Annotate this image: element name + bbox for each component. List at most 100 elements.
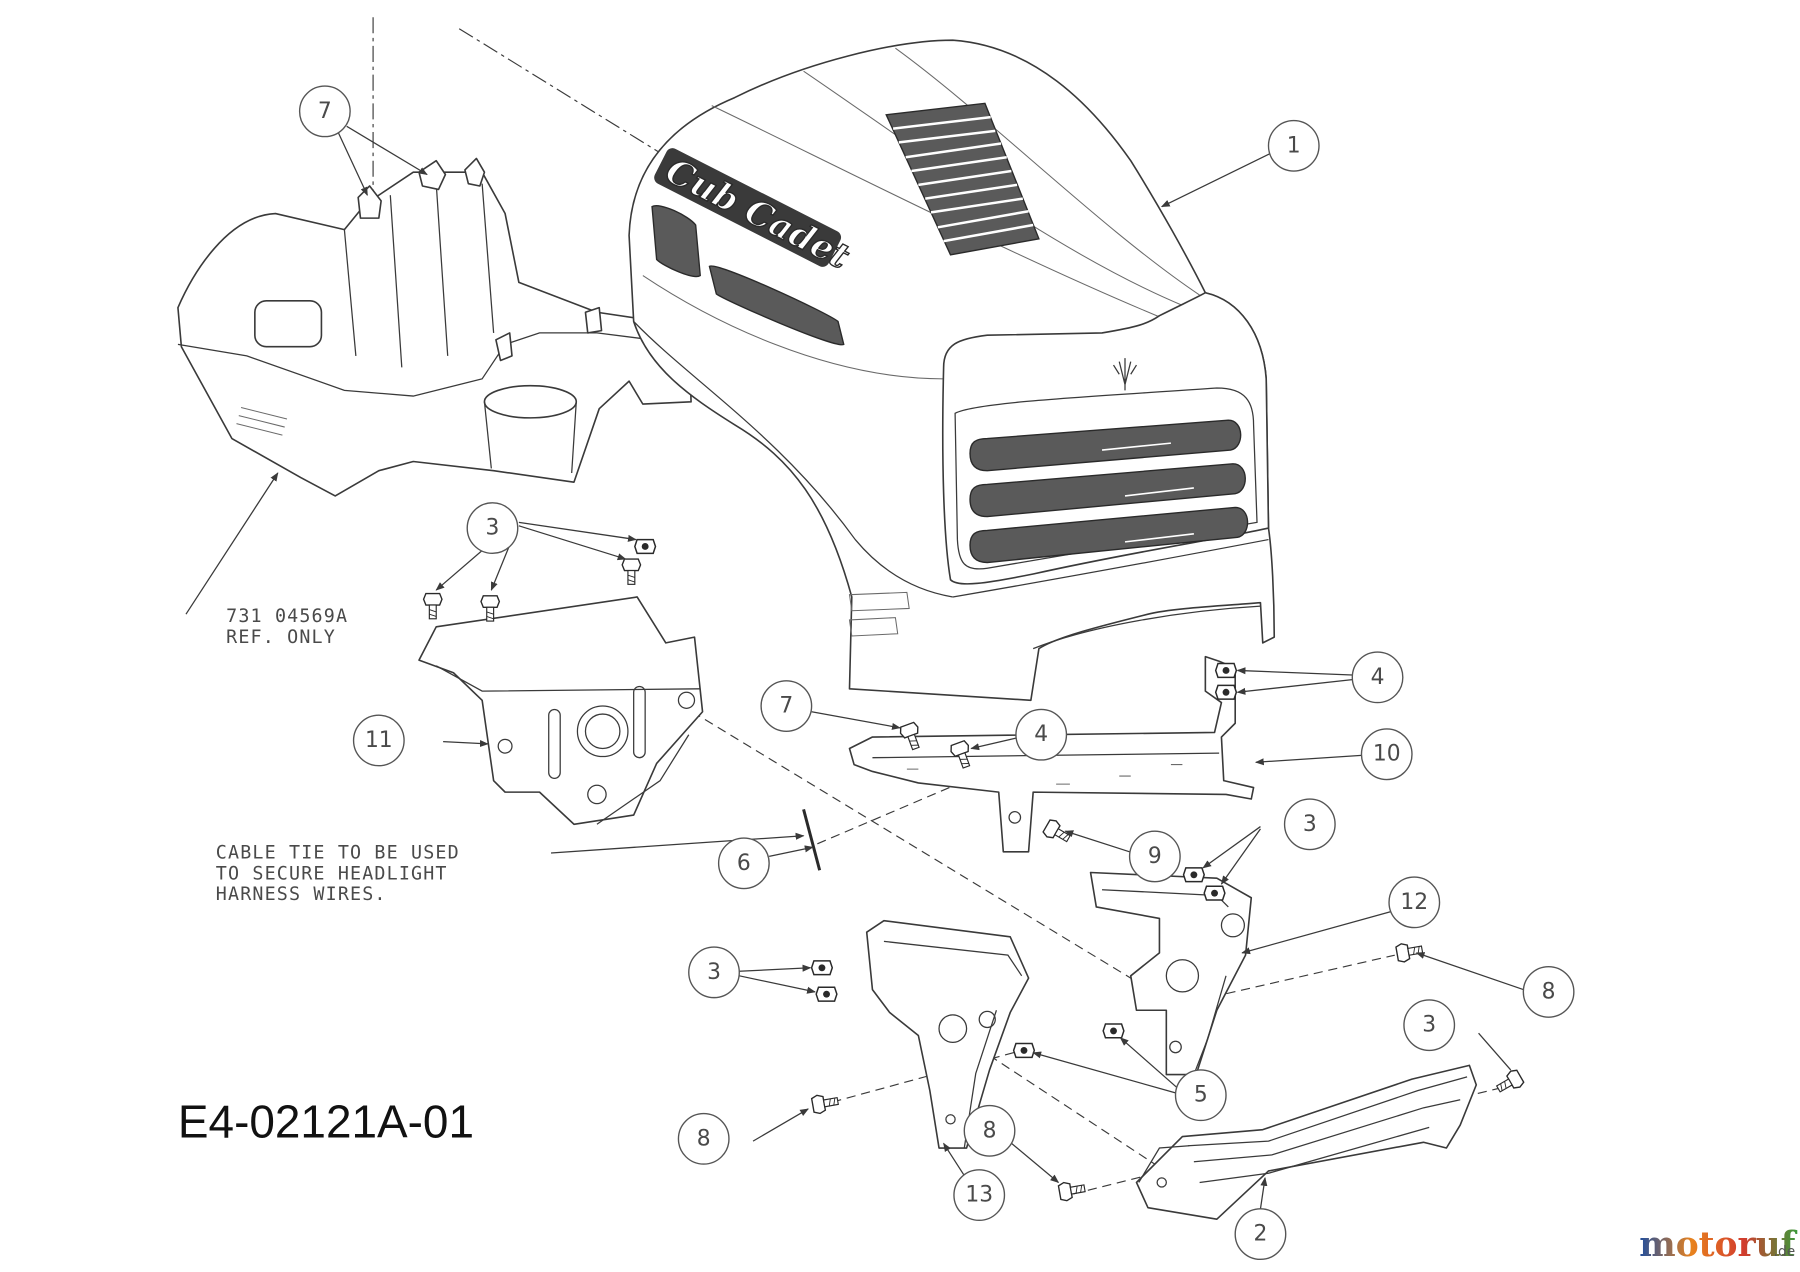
dash-mount-bracket-slot-right [633, 685, 646, 759]
hood-support-bracket-holes [906, 764, 1183, 785]
grille-inner-outline [954, 387, 1258, 570]
callout-label: 8 [697, 1126, 711, 1151]
leader-3-right-a [1202, 826, 1261, 869]
hood-side-recess-rear [708, 265, 845, 346]
callout-circle [1234, 1208, 1287, 1261]
callout-circle [1388, 876, 1441, 929]
hood-emblem-icon [1112, 358, 1138, 391]
dash-panel-vents [236, 407, 288, 436]
callout-1: 1 [1267, 119, 1320, 172]
hood-skirt-edge [1032, 605, 1261, 650]
callout-label: 4 [1034, 722, 1048, 747]
leader-4-right-a [1236, 667, 1353, 676]
hood-logo-plate [654, 148, 842, 267]
cable-note-line-1: CABLE TIE TO BE USED [216, 843, 460, 864]
callout-label: 8 [983, 1118, 997, 1143]
leader-7-top-a [336, 130, 368, 196]
callout-10: 10 [1360, 728, 1413, 781]
screw-bumper-left [1057, 1178, 1087, 1203]
dash-mount-bracket-fold [435, 665, 701, 692]
callout-circle [466, 502, 519, 555]
callout-label: 8 [1542, 979, 1556, 1004]
cable-tie [802, 808, 822, 871]
callout-circle [1128, 830, 1181, 883]
leader-9 [1064, 830, 1130, 853]
left-headlight-bracket-hole-c [945, 1114, 956, 1125]
callout-label: 7 [779, 694, 793, 719]
screw-dash-bracket-c [621, 558, 642, 586]
callout-3-right: 3 [1283, 798, 1336, 851]
nut-dash-bracket [634, 538, 657, 555]
hood-vent-slats [892, 115, 1034, 243]
leader-5-a [1119, 1037, 1179, 1089]
nut-headlight-right-a [1182, 867, 1205, 883]
hood-lower-panel-decal-2 [848, 617, 899, 637]
steering-tube [483, 401, 577, 474]
leader-8-left [752, 1108, 809, 1142]
hood: Cub Cadet [628, 39, 1276, 702]
dash-mount-bracket-hole-small-c [587, 784, 607, 805]
right-headlight-bracket-arm [1193, 975, 1227, 1075]
leader-6 [769, 845, 814, 858]
right-headlight-bracket-body [1089, 871, 1253, 1076]
drawing-number: E4-02121A-01 [178, 1096, 474, 1148]
front-bumper-groove [1193, 1099, 1461, 1163]
dash-panel-ribs [343, 183, 495, 368]
front-bumper-body [1135, 1064, 1478, 1220]
callout-3-bumper: 3 [1403, 999, 1456, 1052]
hood-side-edge [633, 321, 953, 598]
screw-left-bracket [810, 1091, 840, 1116]
callout-circle [1283, 798, 1336, 851]
leader-cable-note [550, 832, 805, 854]
leader-12 [1241, 910, 1392, 955]
leader-8-right [1415, 952, 1524, 991]
callout-circle [1522, 965, 1575, 1018]
callout-label: 13 [965, 1183, 993, 1208]
dashed-line-bracket-bumper [963, 1038, 1166, 1172]
leader-2 [1259, 1176, 1268, 1209]
callout-circle [963, 1104, 1016, 1157]
leader-4-right-b [1236, 678, 1353, 695]
watermark-logo: motoruf .de [1639, 1225, 1797, 1265]
callout-8-bumper: 8 [963, 1104, 1016, 1157]
callout-label: 3 [707, 960, 721, 985]
hood-lower-panel-decal-1 [848, 591, 910, 612]
watermark-suffix: .de [1774, 1244, 1796, 1260]
leader-3-left-b [739, 975, 816, 994]
callouts: 7 1 3 4 11 7 4 10 3 9 6 12 3 8 3 5 8 8 1… [298, 85, 1575, 1261]
dashed-line-right-bracket [1153, 954, 1395, 1011]
nut-bracket-lower [1214, 684, 1238, 700]
leader-10 [1254, 754, 1362, 766]
screw-dash-bracket-a [422, 592, 443, 620]
callout-7-top: 7 [298, 85, 351, 138]
callout-circle [1015, 708, 1068, 761]
leader-7-hood [811, 711, 901, 730]
steering-tube-top [483, 384, 578, 419]
callout-8-right: 8 [1522, 965, 1575, 1018]
callout-circle [1267, 119, 1320, 172]
callout-7-hood: 7 [760, 680, 813, 732]
callout-label: 7 [318, 99, 332, 124]
callout-label: 9 [1148, 844, 1162, 869]
hood-crease-1 [711, 105, 1160, 318]
leader-8-bumper [1009, 1141, 1060, 1184]
leader-13 [943, 1142, 965, 1176]
callout-circle [677, 1112, 730, 1165]
dash-mount-bracket-hole-small-b [497, 738, 513, 754]
part-ref-note: 731 04569A REF. ONLY [226, 606, 348, 648]
nut-headlight-left-b [815, 986, 838, 1002]
grille-slot-highlights [1101, 442, 1194, 543]
callout-circle [1403, 999, 1456, 1052]
part-ref-number: 731 04569A [226, 606, 348, 627]
callout-circle [352, 714, 405, 767]
dashed-line-screw-bumper [1073, 1176, 1143, 1195]
grille-slot-1 [969, 419, 1242, 472]
callout-label: 6 [737, 851, 751, 876]
callout-label: 10 [1373, 742, 1401, 767]
callout-label: 3 [1303, 812, 1317, 837]
part-ref-only: REF. ONLY [226, 627, 336, 648]
leader-5-b [1032, 1051, 1176, 1094]
dash-mount-bracket-slot-left [548, 708, 561, 779]
dash-mount-bracket-hole-inner [584, 713, 621, 750]
